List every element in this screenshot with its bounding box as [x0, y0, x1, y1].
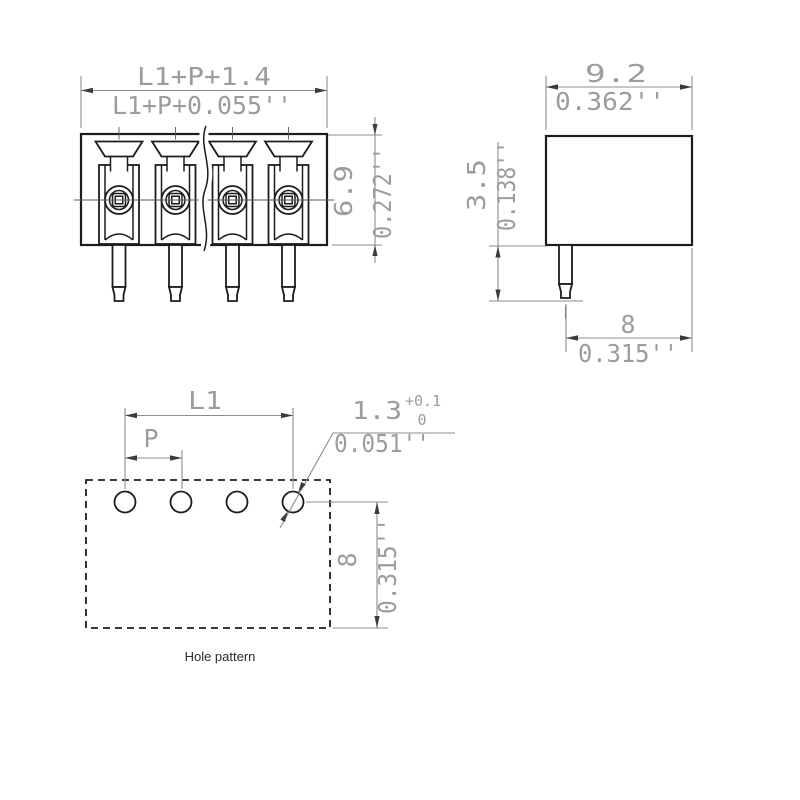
dim-pin-offset-mm: 8: [620, 310, 635, 339]
hole-3: [225, 490, 249, 514]
dim-front-height-mm: 6.9: [329, 165, 358, 217]
dim-pin-length-inch: 0.138'': [492, 141, 521, 231]
dim-hole-dia-tol-plus: +0.1: [405, 392, 441, 410]
dim-hole-dia-inch: 0.051'': [334, 429, 430, 458]
dim-span-l1: L1: [188, 386, 222, 415]
dim-front-width-inch: L1+P+0.055'': [112, 91, 292, 120]
dim-hole-dia-tol-minus: 0: [417, 411, 426, 429]
side-body: [544, 134, 694, 247]
dim-front-width-mm: L1+P+1.4: [137, 62, 271, 91]
dim-depth-mm: 8: [333, 552, 362, 567]
side-view: 9.2 0.362'' 3.5 0.138'' 8 0.315'': [462, 59, 694, 368]
span-dimension: L1: [124, 386, 294, 489]
side-pin: [557, 244, 574, 319]
dim-side-width-inch: 0.362'': [555, 87, 665, 116]
side-pin-length-dimension: 3.5 0.138'': [462, 141, 583, 302]
dim-pitch-p: P: [143, 424, 158, 453]
hole-pattern-caption: Hole pattern: [185, 649, 256, 664]
hole-4: [281, 490, 305, 514]
hole-diameter-dimension: 1.3 +0.1 0 0.051'': [279, 392, 455, 529]
front-height-dimension: 6.9 0.272'': [328, 117, 397, 263]
front-pins: [111, 244, 297, 302]
depth-dimension: 8 0.315'': [306, 501, 402, 629]
hole-1: [113, 490, 137, 514]
pole-2: [150, 127, 201, 245]
pole-1: [93, 127, 145, 245]
break-line: [198, 124, 213, 253]
hole-2: [169, 490, 193, 514]
pole-3: [207, 127, 258, 245]
dim-pin-offset-inch: 0.315'': [578, 339, 678, 368]
dim-depth-inch: 0.315'': [373, 518, 402, 614]
front-view: L1+P+1.4 L1+P+0.055'' 6.9 0.272'': [74, 62, 397, 302]
pitch-dimension: P: [125, 424, 183, 489]
hole-pattern-view: L1 P 1.3 +0.1 0 0.051'' 8: [85, 386, 455, 664]
dim-side-width-mm: 9.2: [585, 59, 647, 88]
side-width-dimension: 9.2 0.362'': [545, 59, 693, 130]
holes: [113, 490, 305, 514]
side-pin-offset-dimension: 8 0.315'': [565, 248, 693, 368]
dim-front-height-inch: 0.272'': [368, 147, 397, 239]
front-poles: [93, 127, 314, 245]
dim-pin-length-mm: 3.5: [462, 159, 491, 211]
front-width-dimension: L1+P+1.4 L1+P+0.055'': [80, 62, 328, 128]
pole-4: [263, 127, 314, 245]
dim-hole-dia-mm: 1.3: [352, 396, 402, 425]
pcb-outline: [85, 479, 331, 629]
